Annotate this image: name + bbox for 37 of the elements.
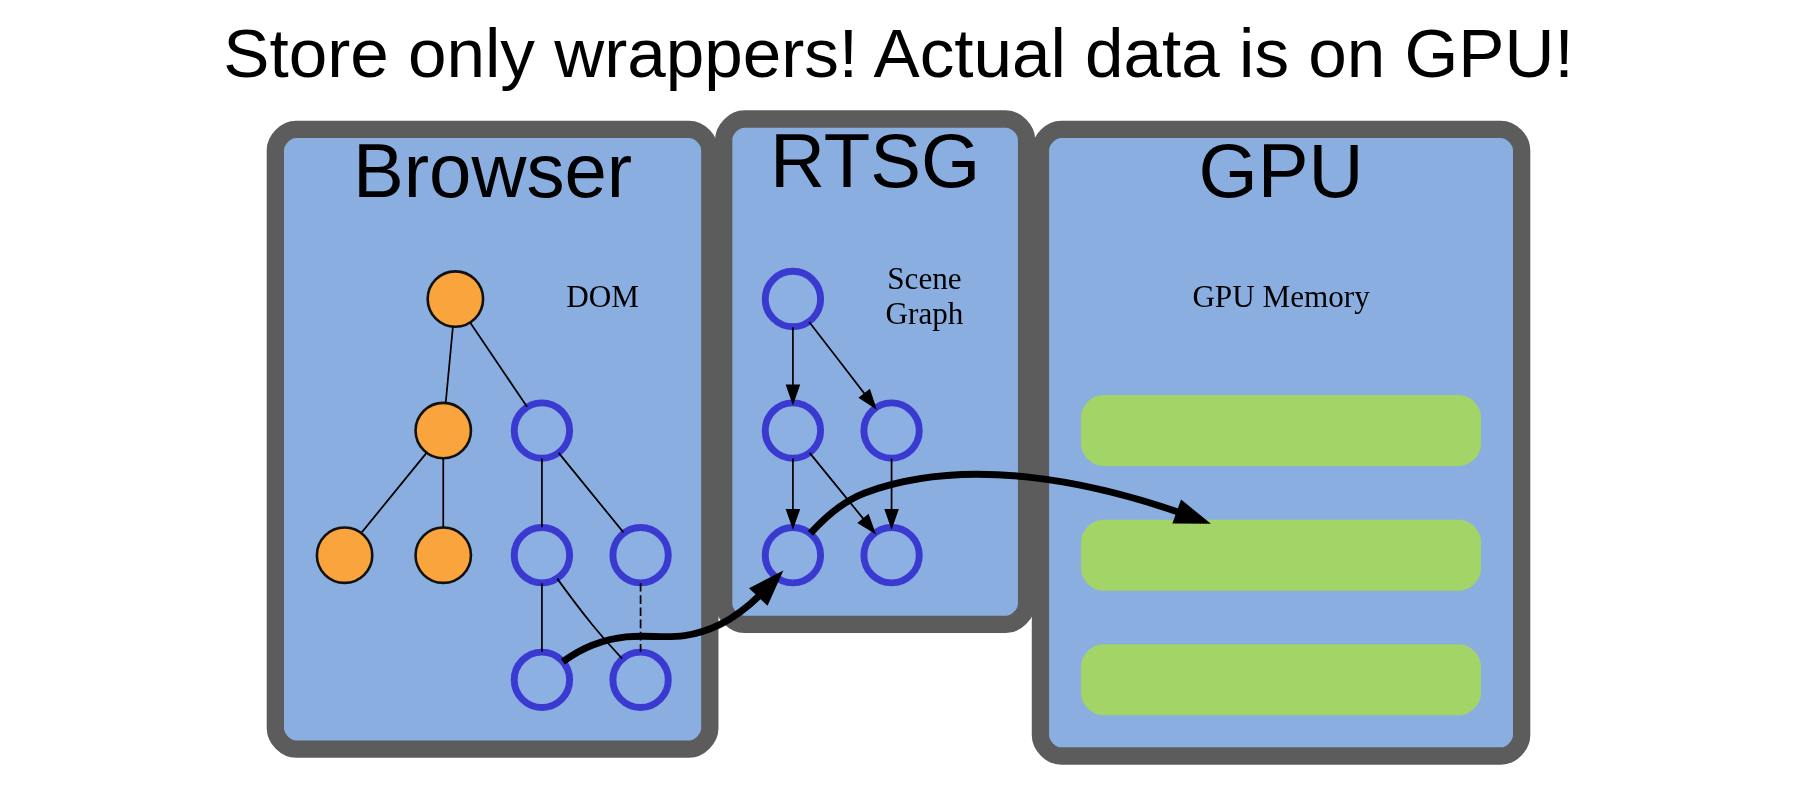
connector	[557, 452, 624, 534]
label: Scene Graph	[885, 261, 963, 331]
node-bar	[1080, 644, 1481, 716]
node-circle	[510, 399, 573, 462]
node-circle	[315, 526, 374, 585]
node-circle	[510, 524, 573, 587]
arrow	[808, 452, 876, 535]
arrow	[560, 570, 783, 665]
node-circle	[761, 524, 824, 587]
arrow	[785, 457, 800, 530]
connector	[540, 457, 543, 529]
node-circle	[859, 524, 923, 587]
connector	[540, 582, 543, 653]
arrow	[883, 457, 899, 530]
label: DOM	[565, 278, 639, 314]
node-circle	[413, 401, 472, 460]
node-circle	[761, 399, 824, 462]
connector	[441, 457, 444, 529]
connector	[555, 577, 623, 660]
connector	[360, 452, 427, 534]
node-bar	[1080, 519, 1481, 591]
node-circle	[859, 399, 923, 462]
node-circle	[761, 267, 824, 331]
node-circle	[413, 526, 472, 585]
label: GPU Memory	[1191, 278, 1370, 314]
node-circle	[510, 648, 573, 711]
node-bar	[1080, 395, 1481, 467]
node-circle	[425, 270, 484, 329]
node-circle	[608, 648, 672, 711]
arrow	[807, 321, 877, 410]
connector	[639, 582, 641, 653]
diagram-title: Store only wrappers! Actual data is on GPU!	[222, 14, 1574, 93]
node-circle	[608, 524, 672, 587]
connector	[444, 325, 454, 404]
arrow	[807, 470, 1211, 536]
arrow	[785, 326, 800, 406]
connector	[469, 322, 528, 408]
